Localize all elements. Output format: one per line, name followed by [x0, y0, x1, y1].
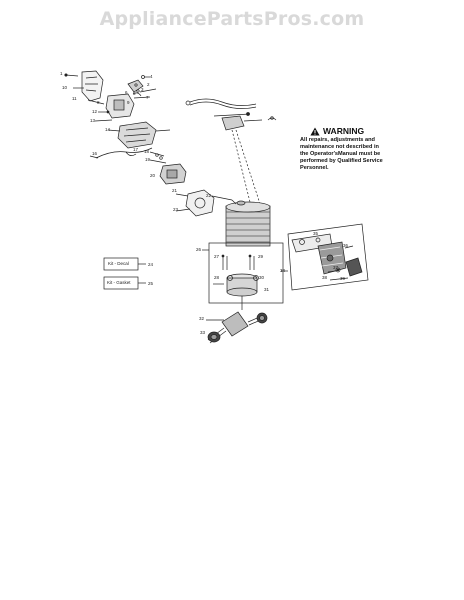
warning-line: maintenance not described in — [300, 144, 379, 150]
callout-label: 39 — [340, 276, 346, 281]
callout-label: 1 — [60, 71, 63, 76]
crankshaft-part — [206, 311, 268, 344]
callout-label: 13 — [90, 118, 96, 123]
kit-decal-ref: 24 — [148, 262, 154, 267]
callout-label: 26 — [196, 247, 202, 252]
warning-line: the Operator'sManual must be — [300, 151, 381, 157]
spark-arrestor-part — [327, 245, 363, 281]
screw-part — [64, 73, 79, 77]
kit-gasket-label: Kit - Gasket — [107, 280, 131, 285]
callout-label: 33 — [200, 330, 206, 335]
callout-label: 19 — [145, 157, 151, 162]
callout-label: 32 — [199, 316, 205, 321]
callout-label: 4 — [150, 74, 153, 79]
warning-notice: WARNING All repairs, adjustments and mai… — [300, 126, 400, 172]
intake-gasket-part — [175, 189, 215, 217]
warning-triangle-icon — [310, 127, 320, 135]
kit-gasket-ref: 25 — [148, 281, 154, 286]
cylinder-part — [211, 195, 271, 247]
callout-label: 31 — [264, 287, 270, 292]
warning-body: All repairs, adjustments and maintenance… — [300, 137, 400, 172]
callout-label: 14 — [105, 127, 111, 132]
throttle-housing-part — [107, 121, 171, 149]
callout-label: 34 — [280, 268, 286, 273]
callout-label: 20 — [150, 173, 156, 178]
callout-label: 5 — [133, 91, 136, 96]
callout-label: 36 — [343, 243, 349, 248]
callout-label: 23 — [173, 207, 179, 212]
callout-label: 22 — [206, 193, 212, 198]
callout-label: 12 — [92, 109, 98, 114]
callout-label: 35 — [313, 231, 319, 236]
callout-label: 9 — [127, 100, 130, 105]
intake-spacer-part — [149, 151, 187, 185]
piston-ring-parts — [221, 254, 255, 270]
callout-label: 30 — [259, 275, 265, 280]
callout-label: 29 — [258, 254, 264, 259]
throttle-cable-part — [185, 98, 257, 109]
piston-part — [213, 273, 259, 310]
kit-decal-label: Kit - Decal — [108, 261, 129, 266]
callout-label: 2 — [147, 82, 150, 87]
callout-label: 27 — [214, 254, 220, 259]
callout-label: 21 — [172, 188, 178, 193]
muffler-part — [317, 241, 347, 275]
callout-label: 10 — [62, 85, 68, 90]
air-filter-cover-part — [73, 70, 105, 105]
warning-title: WARNING — [323, 126, 365, 136]
callout-label: 7 — [146, 95, 149, 100]
callout-label: 17 — [133, 147, 139, 152]
warning-line: performed by Qualified Service — [300, 158, 383, 164]
warning-line: Personnel. — [300, 165, 329, 171]
callout-label: 28 — [214, 275, 220, 280]
callout-label: 8 — [97, 100, 100, 105]
fastener-parts — [132, 75, 151, 99]
callout-label: 38 — [322, 275, 328, 280]
piston-kit-box — [208, 242, 284, 304]
watermark-text: AppliancePartsPros.com — [99, 8, 365, 30]
fuel-line-part — [89, 147, 153, 159]
callout-label: 11 — [72, 96, 77, 101]
callout-label: 18 — [144, 149, 150, 154]
callout-label: 16 — [92, 151, 98, 156]
warning-line: All repairs, adjustments and — [300, 137, 375, 143]
spark-plug-part — [213, 112, 251, 117]
ignition-module-part — [221, 115, 277, 131]
callout-label: 6 — [125, 90, 128, 95]
callout-label: 37 — [333, 265, 339, 270]
callout-label: 3 — [141, 87, 144, 92]
warning-title-row: WARNING — [310, 126, 400, 136]
